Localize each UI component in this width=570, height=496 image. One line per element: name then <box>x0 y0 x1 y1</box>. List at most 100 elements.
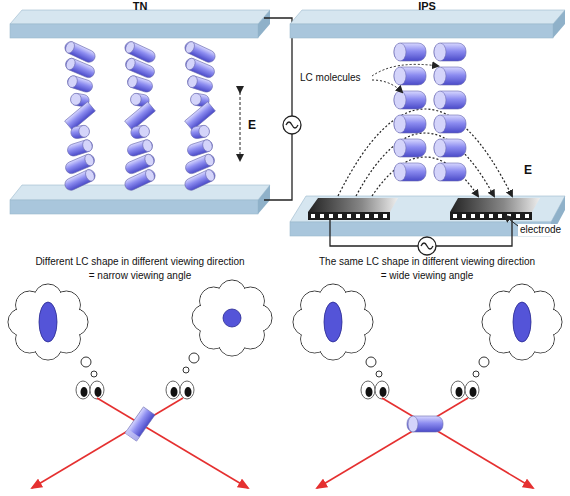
pupil <box>171 387 178 397</box>
comb-tooth <box>329 214 333 218</box>
lc-molecule <box>394 91 426 109</box>
comb-tooth <box>471 214 475 218</box>
comb-tooth <box>462 214 466 218</box>
field-label: E <box>524 164 532 176</box>
lc-molecule <box>186 74 214 93</box>
lc-molecule <box>190 125 210 140</box>
lc-molecule <box>183 168 217 192</box>
lc-molecule-body <box>63 168 97 192</box>
lc-molecule-end <box>84 168 96 182</box>
lc-molecule-end <box>394 115 406 133</box>
comb-tooth <box>356 214 360 218</box>
caption-text: = narrow viewing angle <box>89 270 192 282</box>
lc-molecule-body <box>394 163 426 181</box>
lc-molecule <box>66 74 94 93</box>
lc-molecule-body <box>434 163 466 181</box>
lc-molecule-body <box>394 91 426 109</box>
comb-tooth <box>480 214 484 218</box>
lc-molecule <box>434 91 466 109</box>
comb-tooth <box>498 214 502 218</box>
lc-molecule <box>434 139 466 157</box>
field-label: E <box>248 119 256 131</box>
lc-molecule-body <box>434 67 466 85</box>
bubble-fill <box>496 296 548 348</box>
bubble-tail <box>91 371 97 377</box>
lc-molecule-end <box>184 57 196 71</box>
lc-molecule-body <box>64 57 97 80</box>
part-label: LC molecules <box>300 72 361 84</box>
lc-molecule-end <box>434 91 446 109</box>
comb-tooth <box>347 214 351 218</box>
seen-shape <box>513 302 531 342</box>
lc-molecule-end <box>394 43 406 61</box>
lc-molecule <box>434 43 466 61</box>
lc-molecule-end <box>143 153 155 167</box>
lc-molecule-end <box>130 93 142 107</box>
lc-molecule-end <box>204 168 216 182</box>
lc-molecule <box>434 163 466 181</box>
comb-tooth <box>525 214 529 218</box>
pupil <box>185 387 192 397</box>
lc-molecule-body <box>394 115 426 133</box>
lc-molecule-body <box>394 139 426 157</box>
eye <box>451 381 465 399</box>
pupil <box>366 387 373 397</box>
panel-title: IPS <box>418 0 436 12</box>
bubble-fill <box>307 296 359 348</box>
lc-molecules <box>63 40 466 192</box>
lc-molecule <box>434 115 466 133</box>
lc-molecule <box>394 43 426 61</box>
comb-tooth <box>374 214 378 218</box>
leader-line <box>505 216 518 226</box>
lc-molecule <box>125 407 443 441</box>
lc-molecule-body <box>190 125 210 140</box>
lc-molecule-end <box>126 75 138 89</box>
lc-molecule-end <box>64 40 76 54</box>
lc-molecule-end <box>64 57 76 71</box>
lc-molecule-body <box>434 139 466 157</box>
comb-tooth <box>516 214 520 218</box>
lc-molecule <box>184 57 217 80</box>
lc-molecule-body <box>186 74 214 93</box>
seen-shape <box>324 302 342 342</box>
comb-tooth <box>365 214 369 218</box>
bubble-tail <box>183 367 189 373</box>
lc-molecule-end <box>434 115 446 133</box>
lc-molecule-body <box>394 67 426 85</box>
lc-molecule-end <box>66 75 78 89</box>
lc-molecule-end <box>83 153 95 167</box>
bubble-tail <box>366 357 376 367</box>
lc-molecule <box>126 74 154 93</box>
lc-molecule-end <box>198 125 210 139</box>
lc-molecule <box>394 67 426 85</box>
lc-molecule-end <box>434 43 446 61</box>
eye <box>180 381 194 399</box>
lc-molecule-body <box>394 43 426 61</box>
pupil <box>380 387 387 397</box>
electrode-comb <box>311 214 529 218</box>
view-ray <box>32 398 533 488</box>
lc-molecule <box>130 125 150 140</box>
pupil <box>456 387 463 397</box>
lc-molecule-end <box>144 168 156 182</box>
pupil <box>81 387 88 397</box>
ac-circuit <box>264 18 301 200</box>
lc-molecule-end <box>78 125 90 139</box>
lc-molecule-body <box>70 125 90 140</box>
lc-molecule <box>394 115 426 133</box>
lc-molecule-body <box>130 125 150 140</box>
comb-tooth <box>453 214 457 218</box>
comb-tooth <box>338 214 342 218</box>
thought-bubble <box>8 280 562 377</box>
leader-line <box>372 64 438 92</box>
lc-molecule <box>63 168 97 192</box>
lc-molecule <box>394 163 426 181</box>
bubble-fill <box>206 292 258 344</box>
caption-text: = wide viewing angle <box>381 270 474 282</box>
lc-molecule-body <box>126 74 154 93</box>
lc-molecule-body <box>66 74 94 93</box>
lc-molecule-end <box>434 139 446 157</box>
seen-shape <box>223 309 241 327</box>
lc-molecule-end <box>190 93 202 107</box>
glass-plate <box>290 10 565 236</box>
